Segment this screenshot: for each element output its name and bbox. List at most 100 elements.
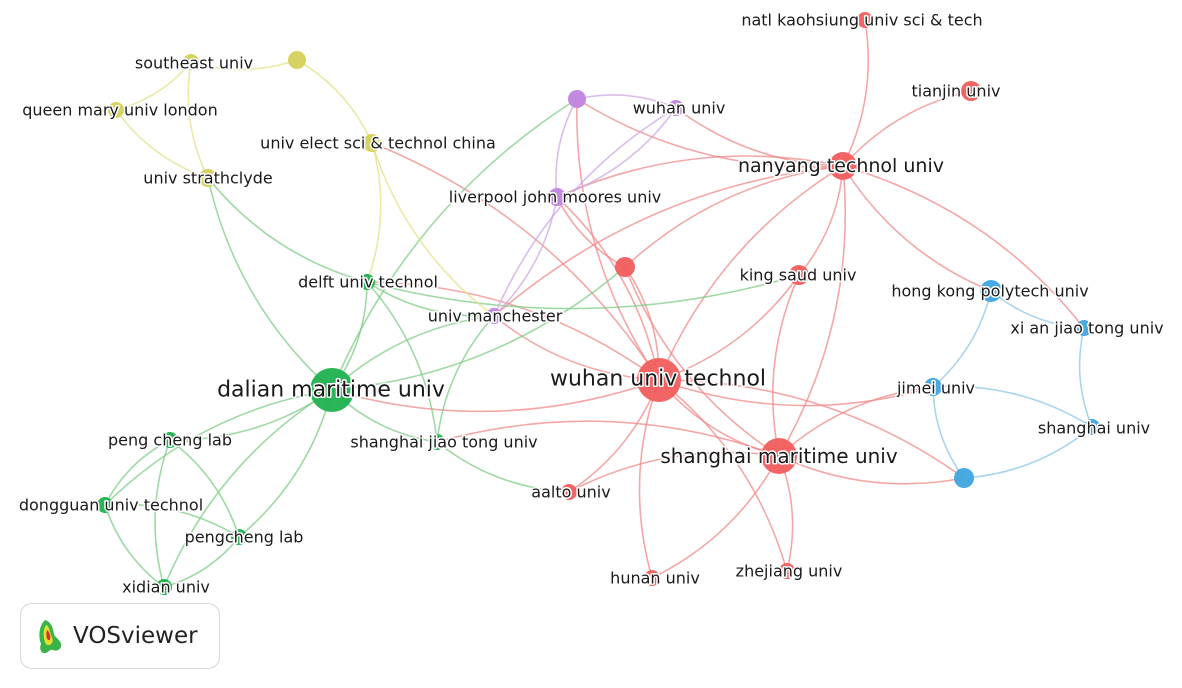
node-blue-unlabeled[interactable]	[954, 468, 974, 488]
node-natl-kaohsiung-univ-sci-and-tech[interactable]	[857, 12, 873, 28]
node-xi-an-jiao-tong-univ[interactable]	[1076, 320, 1092, 336]
node-hong-kong-polytech-univ[interactable]	[980, 280, 1002, 302]
link-nanyang-technol-univ--shanghai-maritime-univ	[778, 165, 847, 457]
node-jimei-univ[interactable]	[924, 378, 942, 396]
link-red-unlabeled--liverpool-john-moores-univ	[556, 196, 626, 268]
node-tianjin-univ[interactable]	[961, 81, 981, 101]
link-peng-cheng-lab--pengcheng-lab	[169, 439, 240, 538]
node-pengcheng-lab[interactable]	[231, 529, 247, 545]
link-delft-univ-technol--king-saud-univ	[366, 274, 800, 310]
node-red-unlabeled[interactable]	[615, 257, 635, 277]
link-nanyang-technol-univ--red-unlabeled	[624, 165, 844, 268]
link-shanghai-jiao-tong-univ--univ-manchester	[436, 315, 495, 443]
link-delft-univ-technol--univ-manchester	[366, 281, 495, 318]
label-aalto-univ: aalto univ	[531, 483, 610, 502]
link-wuhan-univ-technol--purple-unlabeled	[576, 98, 660, 381]
link-jimei-univ--blue-unlabeled	[932, 386, 965, 479]
node-shanghai-maritime-univ[interactable]	[761, 438, 797, 474]
label-southeast-univ: southeast univ	[135, 54, 253, 73]
node-peng-cheng-lab[interactable]	[162, 432, 178, 448]
node-xidian-univ[interactable]	[156, 579, 172, 595]
label-univ-strathclyde: univ strathclyde	[143, 169, 272, 188]
label-peng-cheng-lab: peng cheng lab	[108, 431, 232, 450]
link-purple-unlabeled--wuhan-univ	[576, 94, 677, 109]
link-hong-kong-polytech-univ--xi-an-jiao-tong-univ	[990, 290, 1085, 329]
label-shanghai-univ: shanghai univ	[1038, 419, 1150, 438]
node-dalian-maritime-univ[interactable]	[310, 368, 354, 412]
link-southeast-univ--yellow-unlabeled	[190, 59, 298, 71]
link-king-saud-univ--shanghai-maritime-univ	[772, 274, 800, 457]
link-hong-kong-polytech-univ--jimei-univ	[932, 290, 992, 388]
link-southeast-univ--queen-mary-univ-london	[115, 61, 192, 111]
node-delft-univ-technol[interactable]	[359, 274, 375, 290]
link-shanghai-maritime-univ--aalto-univ	[568, 451, 780, 493]
node-king-saud-univ[interactable]	[789, 265, 809, 285]
link-queen-mary-univ-london--univ-strathclyde	[115, 109, 209, 179]
link-nanyang-technol-univ--hong-kong-polytech-univ	[842, 165, 992, 292]
label-layer: natl kaohsiung univ sci & tech tianjin un…	[17, 9, 1165, 598]
link-dalian-maritime-univ--xidian-univ	[163, 389, 333, 588]
link-dalian-maritime-univ--univ-strathclyde	[207, 177, 333, 391]
vosviewer-logo-icon	[39, 620, 62, 654]
link-dalian-maritime-univ--dongguan-univ-technol	[104, 389, 333, 506]
node-dongguan-univ-technol[interactable]	[97, 497, 113, 513]
link-liverpool-john-moores-univ--univ-manchester	[493, 196, 558, 317]
link-jimei-univ--shanghai-univ	[932, 385, 1093, 428]
label-king-saud-univ: king saud univ	[740, 266, 857, 285]
link-peng-cheng-lab--xidian-univ	[154, 439, 171, 588]
node-wuhan-univ-technol[interactable]	[637, 358, 681, 402]
node-layer	[97, 12, 1100, 595]
node-purple-unlabeled[interactable]	[568, 90, 586, 108]
link-nanyang-technol-univ--liverpool-john-moores-univ	[556, 155, 844, 198]
label-tianjin-univ: tianjin univ	[912, 82, 1001, 101]
link-shanghai-maritime-univ--shanghai-jiao-tong-univ	[436, 420, 780, 457]
edge-layer	[104, 19, 1093, 588]
node-yellow-unlabeled[interactable]	[288, 51, 306, 69]
node-liverpool-john-moores-univ[interactable]	[548, 188, 566, 206]
vosviewer-logo-text: VOSviewer	[73, 623, 198, 649]
link-dalian-maritime-univ--pengcheng-lab	[238, 389, 333, 538]
label-univ-elect-sci-and-technol-china: univ elect sci & technol china	[260, 134, 496, 153]
node-shanghai-univ[interactable]	[1084, 419, 1100, 435]
node-southeast-univ[interactable]	[183, 54, 199, 70]
link-shanghai-jiao-tong-univ--aalto-univ	[436, 441, 570, 493]
link-dongguan-univ-technol--xidian-univ	[104, 504, 165, 588]
node-aalto-univ[interactable]	[561, 484, 577, 500]
vosviewer-logo-badge: VOSviewer	[20, 603, 220, 669]
link-univ-elect-sci-and-technol-china--univ-manchester	[371, 142, 495, 317]
link-nanyang-technol-univ--purple-unlabeled	[576, 98, 844, 168]
link-wuhan-univ--univ-manchester	[493, 107, 677, 317]
label-jimei-univ: jimei univ	[896, 379, 975, 398]
link-yellow-unlabeled--univ-elect-sci-and-technol-china	[296, 59, 373, 144]
node-zhejiang-univ[interactable]	[779, 563, 795, 579]
link-pengcheng-lab--xidian-univ	[163, 536, 240, 588]
link-dalian-maritime-univ--purple-unlabeled	[331, 98, 578, 391]
link-shanghai-maritime-univ--jimei-univ	[778, 386, 934, 457]
link-wuhan-univ-technol--univ-elect-sci-and-technol-china	[371, 142, 660, 381]
label-hunan-univ: hunan univ	[610, 569, 700, 588]
node-shanghai-jiao-tong-univ[interactable]	[429, 434, 445, 450]
link-dongguan-univ-technol--pengcheng-lab	[104, 503, 240, 538]
label-shanghai-jiao-tong-univ: shanghai jiao tong univ	[350, 433, 537, 452]
node-hunan-univ[interactable]	[644, 570, 660, 586]
node-univ-manchester[interactable]	[486, 308, 502, 324]
node-univ-elect-sci-and-technol-china[interactable]	[363, 134, 381, 152]
label-natl-kaohsiung-univ-sci-and-tech: natl kaohsiung univ sci & tech	[741, 11, 982, 30]
link-nanyang-technol-univ--king-saud-univ	[798, 165, 844, 276]
label-xidian-univ: xidian univ	[122, 578, 210, 597]
link-purple-unlabeled--liverpool-john-moores-univ	[555, 98, 578, 198]
link-tianjin-univ--nanyang-technol-univ	[842, 90, 972, 167]
label-univ-manchester: univ manchester	[428, 307, 563, 326]
link-nanyang-technol-univ--wuhan-univ	[675, 107, 844, 167]
link-wuhan-univ-technol--dalian-maritime-univ	[331, 379, 660, 413]
node-univ-strathclyde[interactable]	[199, 169, 217, 187]
link-southeast-univ--univ-strathclyde	[187, 61, 209, 179]
node-wuhan-univ[interactable]	[668, 100, 684, 116]
label-pengcheng-lab: pengcheng lab	[185, 528, 304, 547]
label-dalian-maritime-univ: dalian maritime univ	[217, 378, 445, 403]
link-wuhan-univ-technol--zhejiang-univ	[658, 379, 788, 572]
node-nanyang-technol-univ[interactable]	[829, 152, 857, 180]
label-dongguan-univ-technol: dongguan univ technol	[19, 496, 203, 515]
node-queen-mary-univ-london[interactable]	[108, 102, 124, 118]
